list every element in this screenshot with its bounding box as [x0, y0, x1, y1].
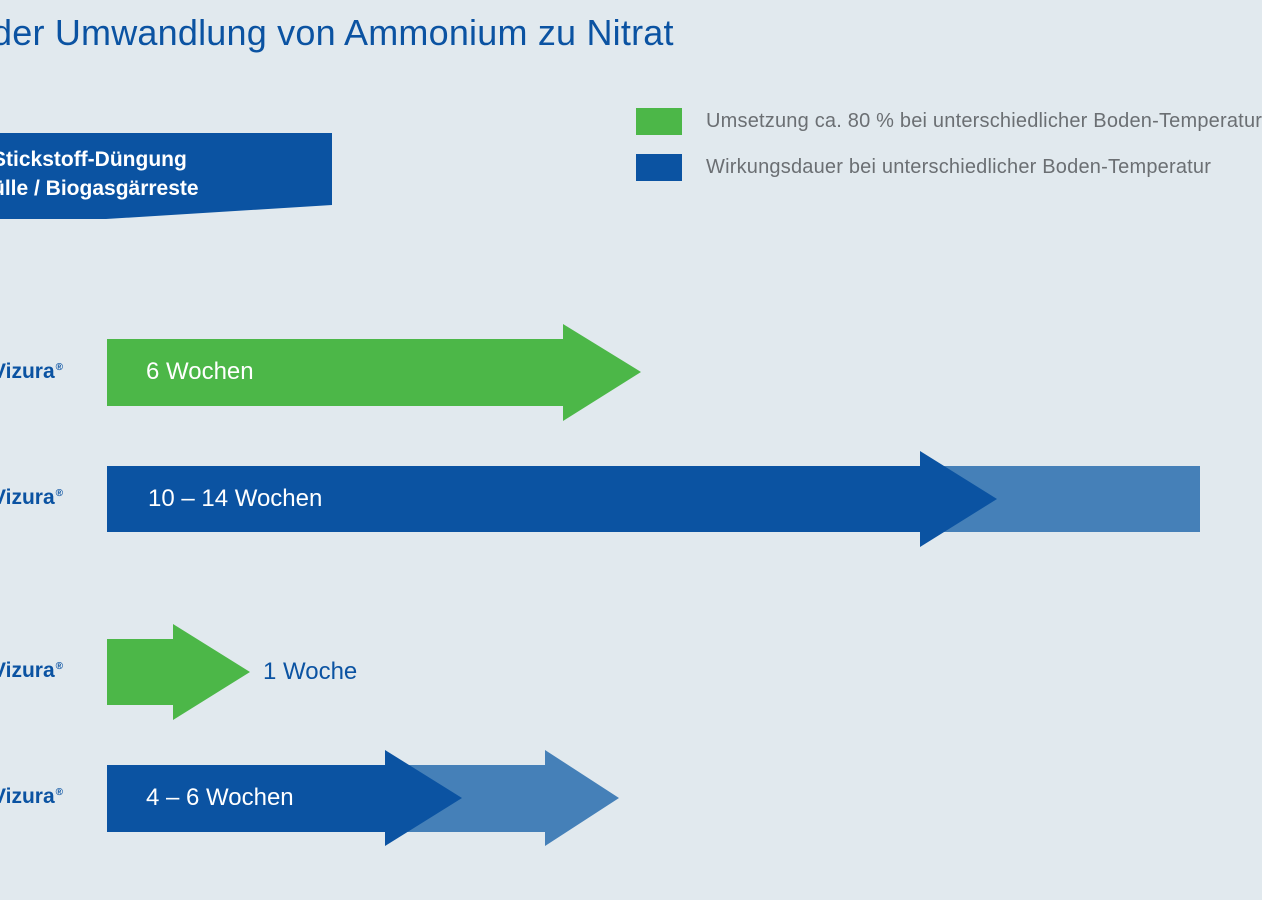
arrow-row2-blue — [107, 451, 997, 547]
legend-label-duration: Wirkungsdauer bei unterschiedlicher Bode… — [706, 155, 1212, 178]
registered-mark-1: ® — [55, 362, 64, 373]
diagram-canvas: der Umwandlung von Ammonium zu Nitrat Um… — [0, 12, 1262, 846]
row-label-1: Vizura® — [0, 360, 63, 384]
row-label-4-text: Vizura — [0, 785, 55, 808]
arrow-row4-label: 4 – 6 Wochen — [146, 784, 294, 811]
legend-label-conversion: Umsetzung ca. 80 % bei unterschiedlicher… — [706, 109, 1262, 132]
row-label-2: Vizura® — [0, 486, 63, 510]
arrow-row4-blue — [107, 750, 462, 846]
arrow-row2-extension — [940, 466, 1200, 532]
legend-swatch-blue — [636, 153, 682, 181]
banner-line-1: Stickstoff-Düngung — [0, 148, 187, 171]
banner-shape — [0, 133, 332, 219]
row-label-3: Vizura® — [0, 659, 63, 683]
arrow-row3-green — [107, 624, 250, 720]
banner-text: Stickstoff-Düngung ülle / Biogasgärreste — [0, 145, 199, 203]
registered-mark-3: ® — [55, 661, 64, 672]
fertilizer-banner: Stickstoff-Düngung ülle / Biogasgärreste — [0, 133, 332, 221]
row-label-4: Vizura® — [0, 785, 63, 809]
arrow-row1-green — [107, 324, 641, 421]
registered-mark-4: ® — [55, 787, 64, 798]
legend-item-conversion: Umsetzung ca. 80 % bei unterschiedlicher… — [636, 107, 1262, 135]
row-label-1-text: Vizura — [0, 360, 55, 383]
legend-swatch-green — [636, 107, 682, 135]
legend-item-duration: Wirkungsdauer bei unterschiedlicher Bode… — [636, 153, 1211, 181]
diagram-title: der Umwandlung von Ammonium zu Nitrat — [0, 12, 674, 53]
row-label-3-text: Vizura — [0, 659, 55, 682]
row-label-2-text: Vizura — [0, 486, 55, 509]
arrow-row3-label: 1 Woche — [263, 658, 358, 685]
arrow-row2-label: 10 – 14 Wochen — [148, 485, 323, 512]
arrows-layer — [107, 324, 1200, 846]
banner-line-2: ülle / Biogasgärreste — [0, 177, 199, 200]
registered-mark-2: ® — [55, 488, 64, 499]
arrow-row4-extension — [400, 750, 619, 846]
arrow-row1-label: 6 Wochen — [146, 358, 254, 385]
